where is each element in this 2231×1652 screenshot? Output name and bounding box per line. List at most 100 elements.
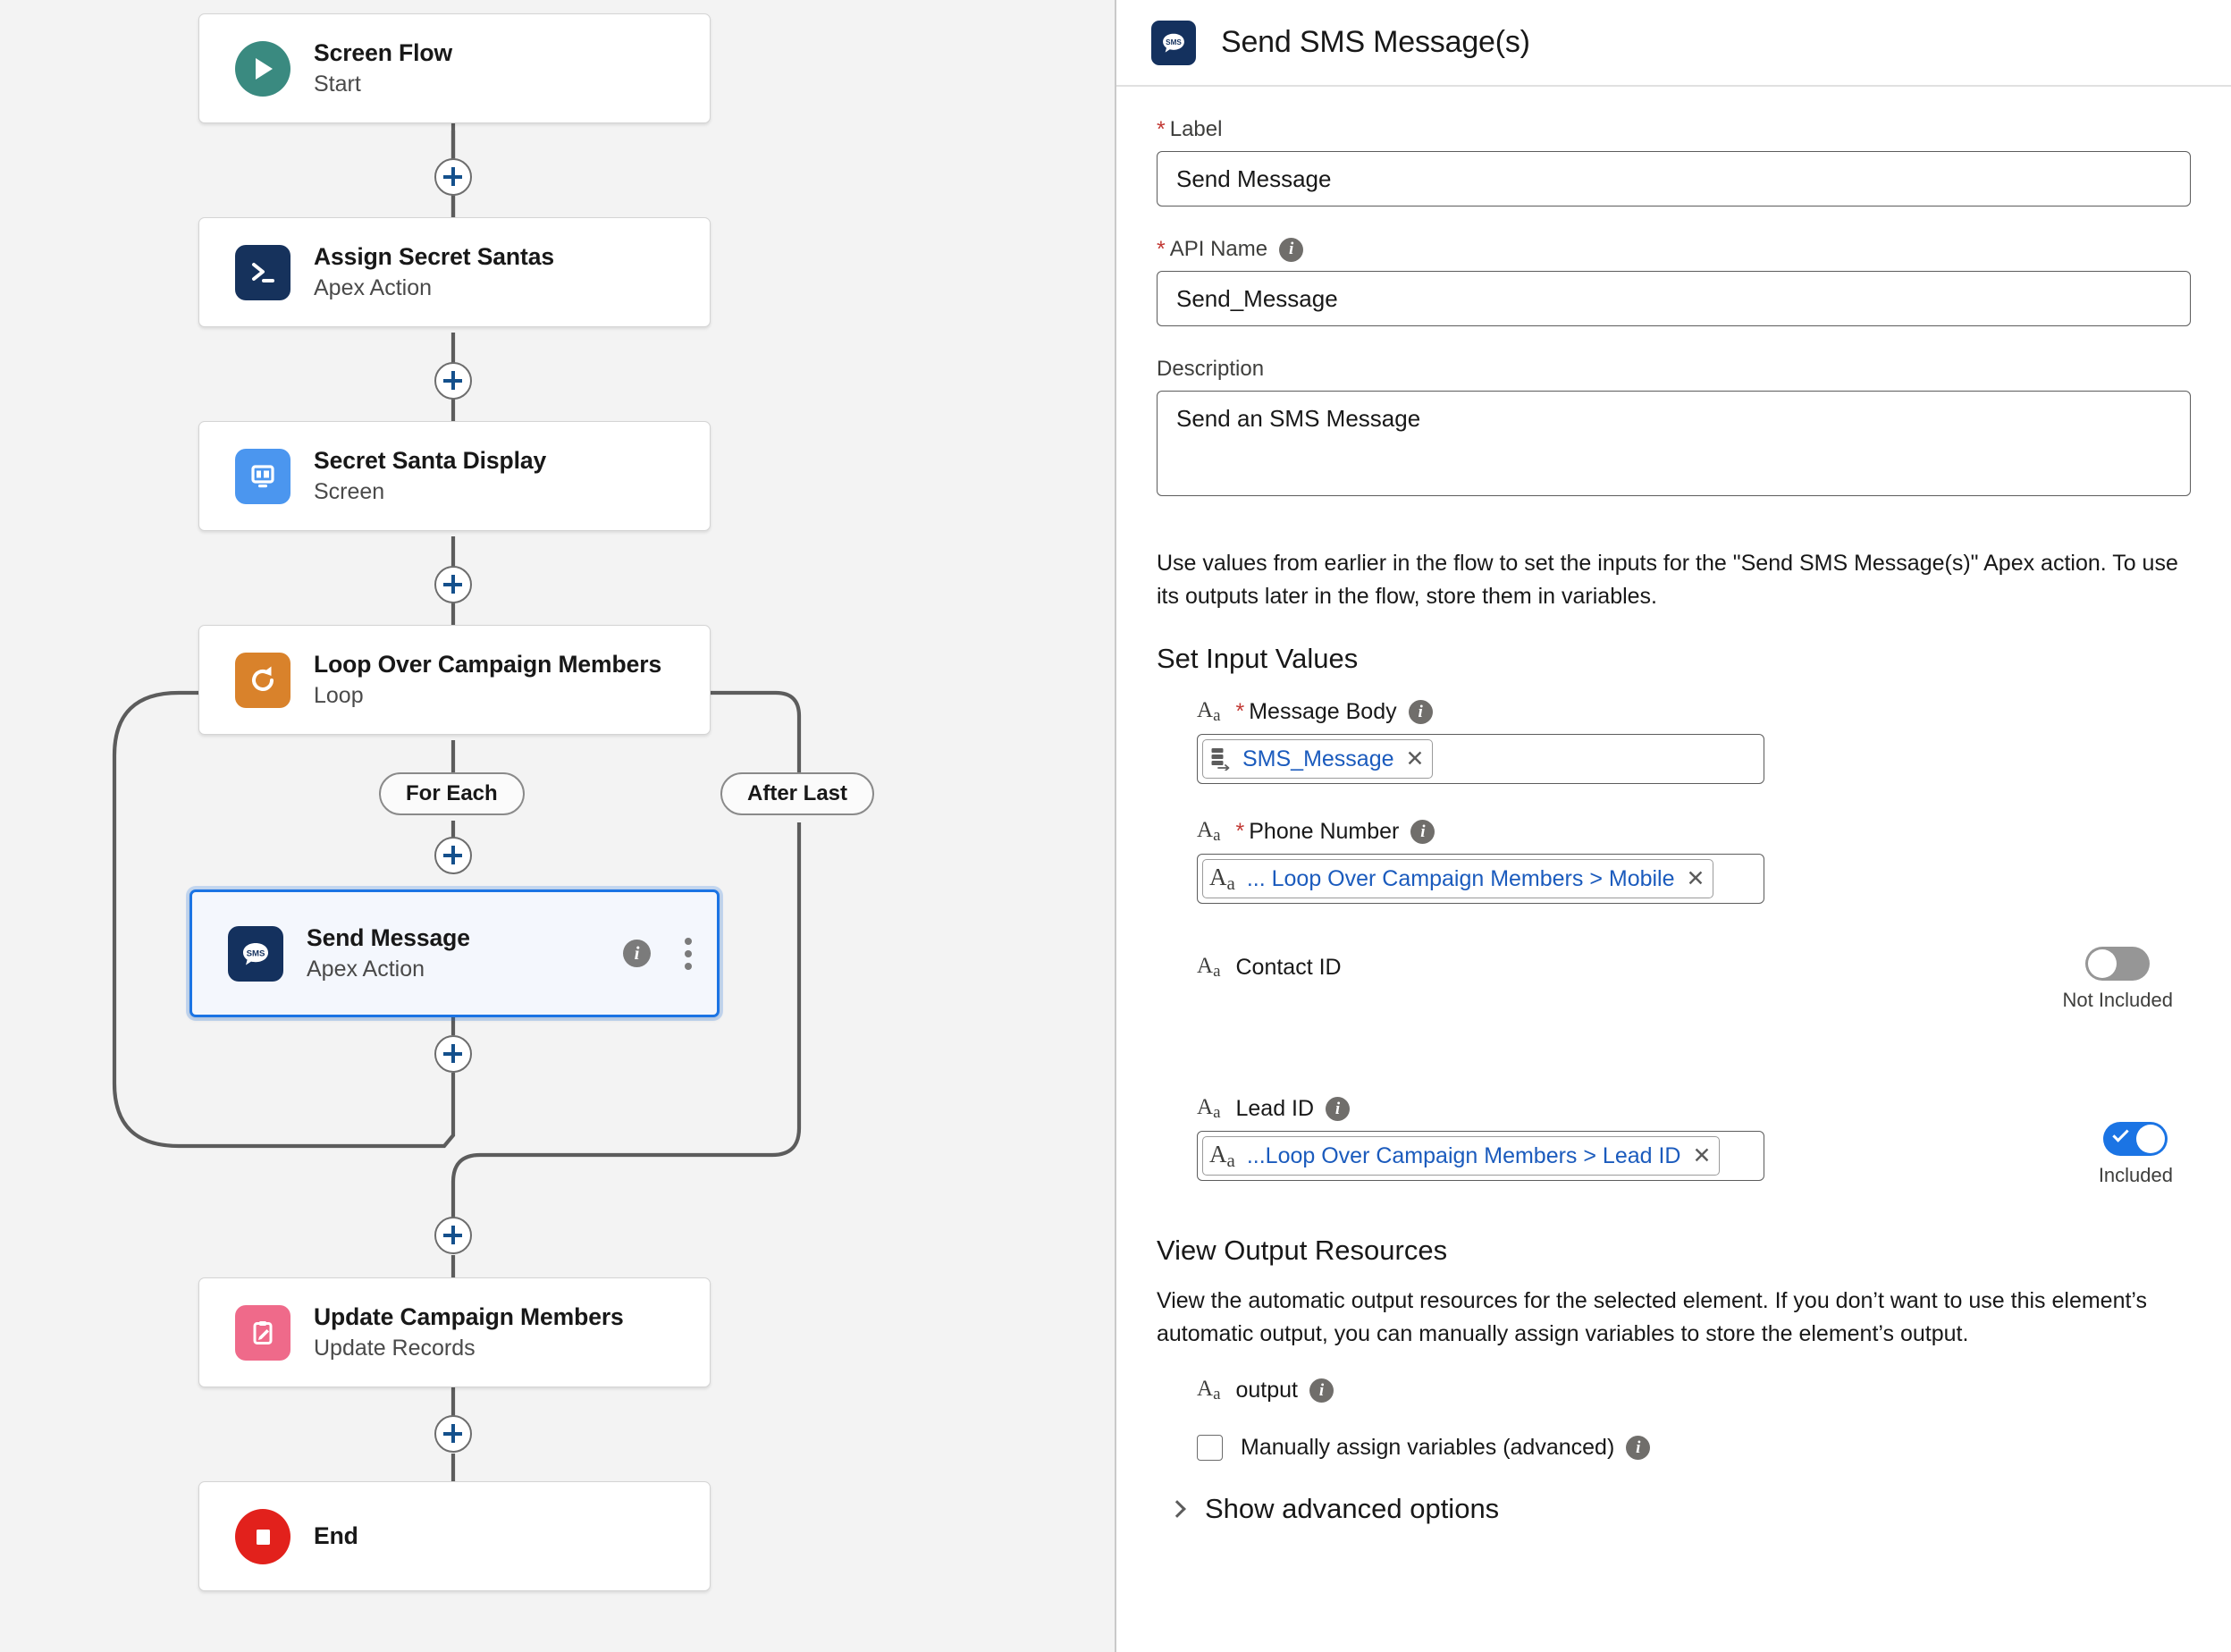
resource-pill[interactable]: Aa ...Loop Over Campaign Members > Lead … <box>1202 1136 1721 1176</box>
flow-canvas[interactable]: Screen Flow Start Assign Secret Santas A… <box>0 0 1116 1652</box>
screen-icon <box>235 448 290 504</box>
contact-id-toggle[interactable] <box>2085 947 2151 981</box>
label-text: Lead ID <box>1235 1096 1315 1121</box>
show-advanced-options-row[interactable]: Show advanced options <box>1157 1493 2191 1525</box>
info-icon[interactable]: i <box>623 940 651 967</box>
info-icon[interactable]: i <box>1309 1378 1334 1403</box>
description-field-label: Description <box>1157 357 2191 382</box>
description-textarea[interactable]: Send an SMS Message <box>1157 391 2191 496</box>
remove-pill-icon[interactable]: ✕ <box>1692 1142 1712 1168</box>
flow-node-title: Send Message <box>307 924 470 952</box>
flow-node-secret-santa-display[interactable]: Secret Santa Display Screen <box>198 421 711 531</box>
flow-node-assign-secret-santas[interactable]: Assign Secret Santas Apex Action <box>198 217 711 327</box>
manually-assign-variables-row[interactable]: Manually assign variables (advanced) i <box>1157 1435 2191 1461</box>
element-properties-panel: SMS Send SMS Message(s) * Label * API Na… <box>1116 0 2231 1652</box>
input-row-lead-id: Aa Lead ID i Aa ...Loop Over Campaign Me… <box>1197 1095 2191 1193</box>
flow-node-text: Assign Secret Santas Apex Action <box>314 242 710 302</box>
view-output-resources-section: View Output Resources View the automatic… <box>1157 1235 2191 1525</box>
add-element-button-4[interactable] <box>434 837 472 874</box>
input-row-phone-number: Aa * Phone Number i Aa ... Loop Over Cam… <box>1197 818 2191 904</box>
panel-title: Send SMS Message(s) <box>1221 25 1530 59</box>
label-text: Message Body <box>1249 699 1397 724</box>
required-asterisk: * <box>1235 819 1245 844</box>
info-icon[interactable]: i <box>1279 237 1304 262</box>
remove-pill-icon[interactable]: ✕ <box>1405 746 1425 771</box>
phone-number-combobox[interactable]: Aa ... Loop Over Campaign Members > Mobi… <box>1197 854 1764 904</box>
flow-node-text: Update Campaign Members Update Records <box>314 1302 710 1362</box>
info-icon[interactable]: i <box>1626 1436 1651 1460</box>
panel-body: * Label * API Name i Description Se <box>1116 117 2231 1525</box>
flow-node-loop-over-campaign-members[interactable]: Loop Over Campaign Members Loop <box>198 625 711 735</box>
input-label-message-body: Aa * Message Body i <box>1197 698 2191 726</box>
label-text: Phone Number <box>1249 819 1400 844</box>
input-label-contact-id: Aa Contact ID <box>1197 954 2191 982</box>
apex-terminal-icon <box>235 244 290 300</box>
input-row-contact-id: Aa Contact ID Not Included <box>1197 947 2191 1018</box>
resource-pill[interactable]: Aa ... Loop Over Campaign Members > Mobi… <box>1202 859 1714 898</box>
flow-node-start[interactable]: Screen Flow Start <box>198 13 711 123</box>
api-name-input[interactable] <box>1157 271 2191 326</box>
apex-action-help-text: Use values from earlier in the flow to s… <box>1157 551 2178 609</box>
branch-label-for-each[interactable]: For Each <box>379 772 525 815</box>
text-type-icon: Aa <box>1209 863 1235 894</box>
flow-node-title: Loop Over Campaign Members <box>314 651 662 678</box>
flow-node-subtitle: Apex Action <box>314 274 433 300</box>
show-advanced-options-label: Show advanced options <box>1205 1493 1500 1524</box>
info-icon[interactable]: i <box>1326 1097 1351 1121</box>
add-element-button-2[interactable] <box>434 362 472 400</box>
flow-node-send-message[interactable]: SMS Send Message Apex Action i <box>189 889 720 1017</box>
variable-record-icon <box>1209 746 1233 771</box>
sms-bubble-icon: SMS <box>228 925 283 982</box>
label-input[interactable] <box>1157 151 2191 206</box>
flow-node-subtitle: Loop <box>314 682 364 708</box>
label-text: Contact ID <box>1235 955 1342 980</box>
pill-label: SMS_Message <box>1242 746 1394 771</box>
add-element-button-6[interactable] <box>434 1217 472 1254</box>
text-type-icon: Aa <box>1197 1377 1221 1403</box>
add-element-button-5[interactable] <box>434 1035 472 1073</box>
required-asterisk: * <box>1157 236 1166 262</box>
flow-node-subtitle: Screen <box>314 478 385 504</box>
add-element-button-1[interactable] <box>434 158 472 196</box>
flow-node-end[interactable]: End <box>198 1481 711 1591</box>
input-row-message-body: Aa * Message Body i <box>1197 698 2191 784</box>
add-element-button-7[interactable] <box>434 1415 472 1453</box>
flow-node-update-campaign-members[interactable]: Update Campaign Members Update Records <box>198 1277 711 1387</box>
svg-text:SMS: SMS <box>1166 38 1182 46</box>
add-element-button-3[interactable] <box>434 566 472 603</box>
flow-node-title: Update Campaign Members <box>314 1303 624 1331</box>
flow-node-subtitle: Apex Action <box>307 956 425 982</box>
pill-label: ...Loop Over Campaign Members > Lead ID <box>1246 1142 1681 1168</box>
text-type-icon: Aa <box>1197 698 1221 725</box>
text-type-icon: Aa <box>1209 1140 1235 1171</box>
label-field-label: * Label <box>1157 117 2191 142</box>
info-icon[interactable]: i <box>1410 820 1435 844</box>
flow-node-text: Screen Flow Start <box>314 38 710 98</box>
flow-node-actions: i <box>623 937 692 970</box>
lead-id-combobox[interactable]: Aa ...Loop Over Campaign Members > Lead … <box>1197 1131 1764 1181</box>
required-asterisk: * <box>1157 116 1166 142</box>
manually-assign-variables-checkbox[interactable] <box>1197 1435 1223 1461</box>
more-options-icon[interactable] <box>685 937 692 970</box>
flow-node-subtitle: Update Records <box>314 1335 476 1361</box>
info-icon[interactable]: i <box>1408 700 1433 724</box>
output-resources-heading: View Output Resources <box>1157 1235 1448 1266</box>
label-field-group: * Label <box>1157 117 2191 206</box>
input-label-lead-id: Aa Lead ID i <box>1197 1095 2191 1123</box>
api-name-field-group: * API Name i <box>1157 237 2191 326</box>
text-type-icon: Aa <box>1197 1095 1221 1122</box>
message-body-combobox[interactable]: SMS_Message ✕ <box>1197 734 1764 784</box>
flow-node-text: Secret Santa Display Screen <box>314 446 710 506</box>
svg-text:SMS: SMS <box>247 948 265 958</box>
input-values-list: Aa * Message Body i <box>1157 698 2191 1193</box>
flow-node-text: End <box>314 1521 710 1550</box>
output-resources-description: View the automatic output resources for … <box>1157 1288 2148 1346</box>
clipboard-pencil-icon <box>235 1304 290 1361</box>
remove-pill-icon[interactable]: ✕ <box>1686 865 1705 891</box>
label-text: API Name <box>1169 237 1268 261</box>
label-text: Label <box>1169 117 1223 141</box>
branch-label-after-last[interactable]: After Last <box>720 772 875 815</box>
lead-id-toggle[interactable] <box>2103 1122 2168 1156</box>
resource-pill[interactable]: SMS_Message ✕ <box>1202 739 1434 779</box>
